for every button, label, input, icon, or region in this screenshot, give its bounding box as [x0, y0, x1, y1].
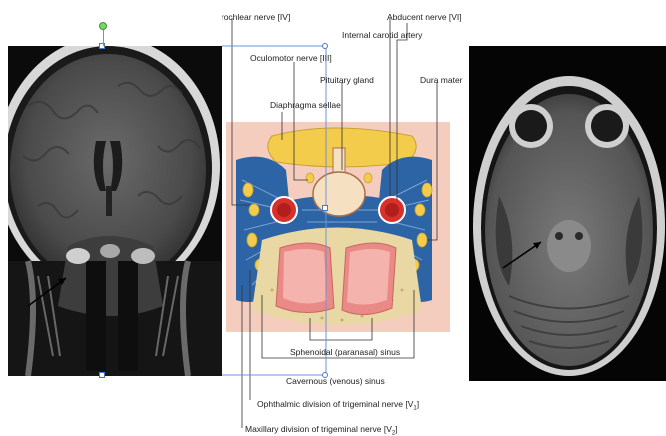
rotate-handle-stem — [103, 30, 104, 46]
resize-handle-bottom-right[interactable] — [322, 372, 328, 378]
mri-coronal-image[interactable] — [8, 46, 222, 376]
resize-handle-top[interactable] — [99, 43, 105, 49]
mri-axial-image[interactable] — [469, 46, 666, 381]
mri-axial-graphic — [469, 46, 666, 381]
mri-coronal-graphic — [8, 46, 222, 376]
resize-handle-top-right[interactable] — [322, 43, 328, 49]
label-dura-mater: Dura mater — [420, 75, 463, 85]
label-ophthalmic-division: Ophthalmic division of trigeminal nerve … — [257, 399, 419, 414]
resize-handle-right[interactable] — [322, 205, 328, 211]
label-sphenoidal-sinus: Sphenoidal (paranasal) sinus — [290, 347, 400, 357]
label-oculomotor-nerve: Oculomotor nerve [III] — [250, 53, 332, 63]
label-diaphragma-sellae: Diaphragma sellae — [270, 100, 341, 110]
rotate-handle[interactable] — [99, 22, 107, 30]
label-maxillary-division: Maxillary division of trigeminal nerve [… — [245, 424, 398, 436]
label-abducent-nerve: Abducent nerve [VI] — [387, 12, 462, 22]
cavernous-sinus-diagram[interactable]: Trochlear nerve [IV] Abducent nerve [VI]… — [222, 0, 469, 436]
label-internal-carotid-artery: Internal carotid artery — [342, 30, 422, 40]
diagram-graphic — [222, 0, 469, 436]
label-trochlear-nerve: Trochlear nerve [IV] — [222, 12, 290, 22]
resize-handle-bottom[interactable] — [99, 372, 105, 378]
label-pituitary-gland: Pituitary gland — [320, 75, 374, 85]
label-cavernous-sinus: Cavernous (venous) sinus — [286, 376, 385, 386]
